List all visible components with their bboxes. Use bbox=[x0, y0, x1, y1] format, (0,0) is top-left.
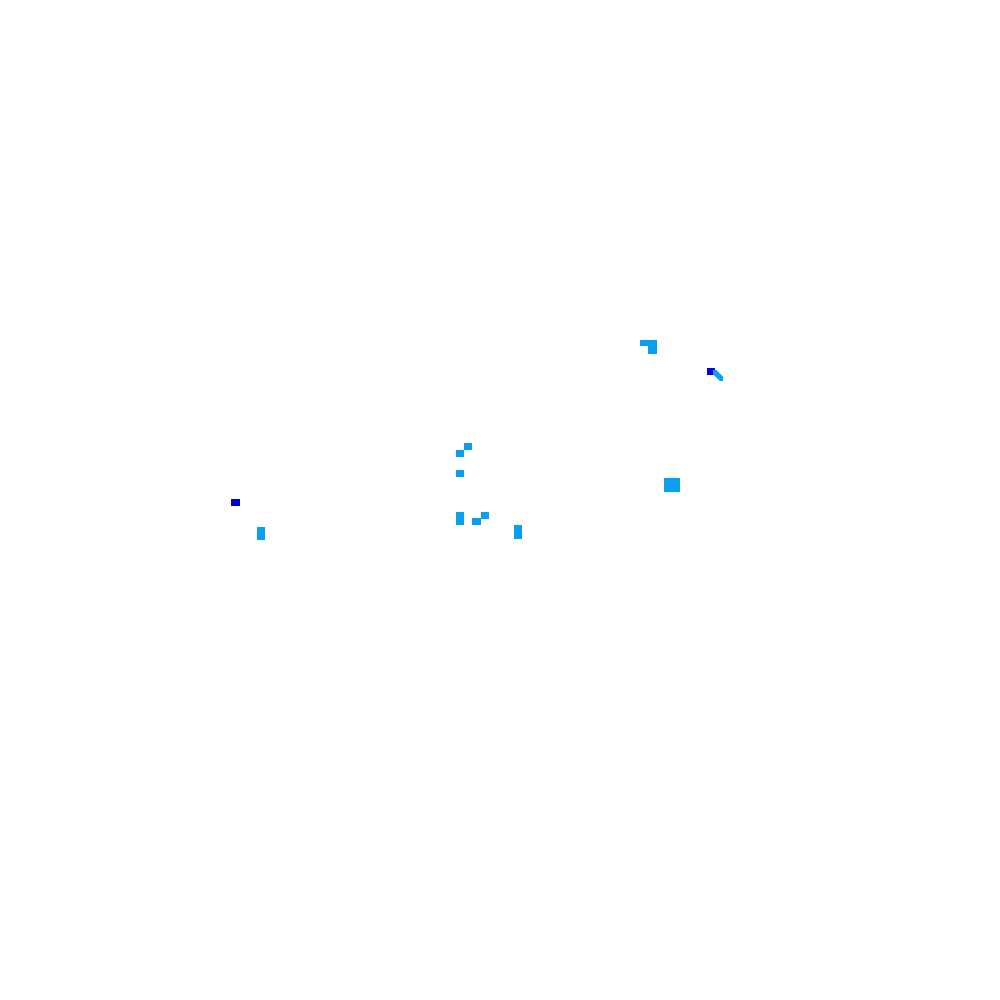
blue-speck-cluster-c-6 bbox=[481, 512, 489, 519]
blue-speck-cluster-c-2 bbox=[456, 450, 464, 457]
blue-speck-cluster-c-4 bbox=[456, 512, 464, 525]
blue-speck-cluster-c-5 bbox=[472, 518, 481, 525]
blue-speck-cluster-e-2 bbox=[257, 527, 265, 540]
blue-speck-cluster-d-1 bbox=[664, 478, 680, 492]
blue-speck-cluster-a-1 bbox=[640, 340, 657, 346]
blue-speck-cluster-c-1 bbox=[464, 443, 472, 450]
blue-speck-cluster-b-1 bbox=[707, 368, 715, 375]
blue-speck-cluster-b-2 bbox=[713, 370, 723, 381]
blue-speck-cluster-c-3 bbox=[456, 470, 464, 477]
blue-speck-cluster-a-2 bbox=[648, 346, 657, 354]
blue-speck-cluster-e-1 bbox=[231, 499, 240, 506]
blue-speck-cluster-c-7 bbox=[514, 525, 522, 539]
